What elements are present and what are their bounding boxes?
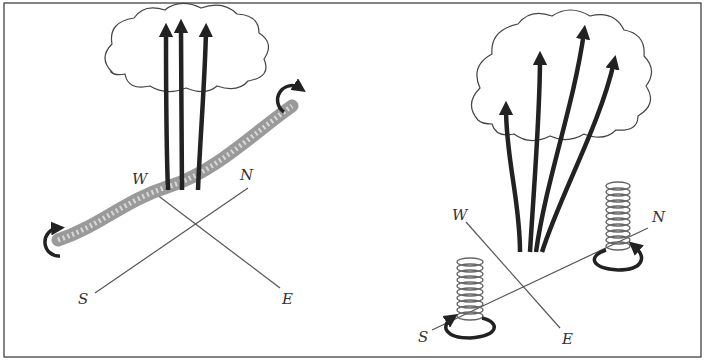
updraft-arrows bbox=[506, 32, 614, 252]
compass-label: N bbox=[652, 210, 665, 225]
frame-border bbox=[4, 3, 701, 357]
compass-label: N bbox=[240, 168, 253, 183]
vertical-vortex-coil bbox=[457, 258, 483, 320]
compass-label: W bbox=[452, 208, 467, 223]
compass-label: S bbox=[418, 330, 428, 345]
compass-label: E bbox=[282, 292, 293, 307]
horizontal-vortex-tube bbox=[58, 106, 292, 240]
storm-cloud bbox=[105, 3, 268, 91]
compass-label: W bbox=[132, 172, 147, 187]
compass-label: E bbox=[562, 332, 573, 347]
compass-label: S bbox=[78, 292, 88, 307]
rotation-arrow bbox=[594, 246, 641, 270]
rotation-arrow bbox=[446, 318, 495, 338]
vertical-vortex-coil bbox=[606, 182, 630, 250]
storm-cloud bbox=[471, 10, 651, 141]
rotation-arrow bbox=[278, 86, 300, 112]
vortex-tube-texture bbox=[58, 106, 292, 240]
rotation-arrow bbox=[45, 228, 60, 256]
updraft-arrows bbox=[166, 26, 206, 190]
